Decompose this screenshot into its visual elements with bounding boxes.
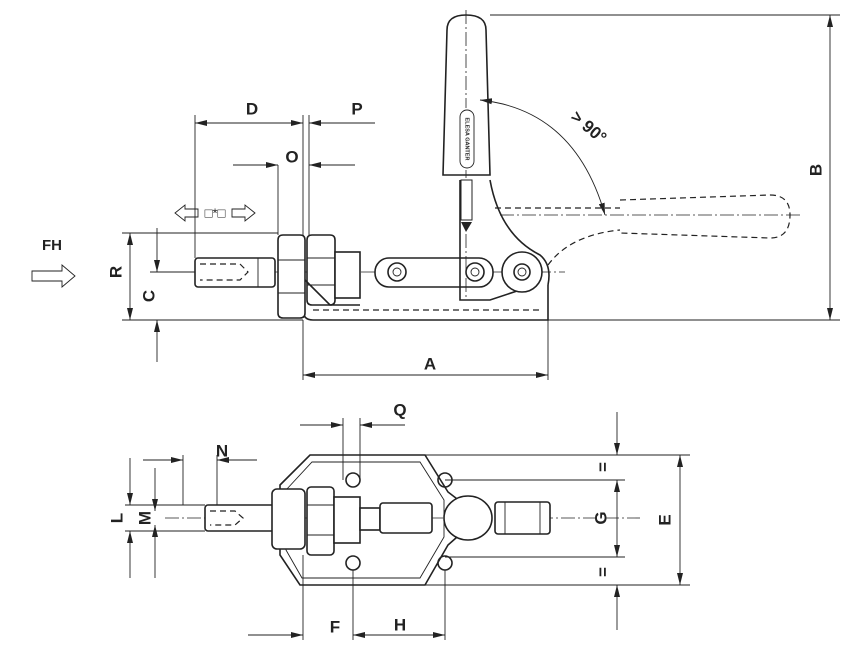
pivot-pin bbox=[465, 262, 485, 282]
dimension-b-label: B bbox=[806, 164, 825, 176]
dimension-f-label: F bbox=[330, 617, 340, 636]
bushing bbox=[333, 496, 361, 544]
pivot-pin-hole bbox=[470, 267, 480, 277]
angle-arc bbox=[479, 98, 606, 216]
equal-sign-top: = bbox=[593, 462, 612, 472]
open-handle-arm bbox=[547, 229, 621, 266]
handle-logo bbox=[459, 109, 475, 169]
nut-outer bbox=[277, 234, 306, 319]
side-view: ELESA GANTER > 90° D P O □*□ FH R bbox=[31, 10, 840, 380]
force-arrow-icon bbox=[31, 264, 76, 288]
base-plate-inner bbox=[285, 461, 445, 579]
top-view: Q N L M F H G = = E bbox=[107, 400, 690, 640]
handle-marking: ELESA GANTER bbox=[464, 118, 470, 161]
open-handle-grip bbox=[619, 194, 791, 239]
angle-label: > 90° bbox=[567, 107, 610, 148]
plunger-thread bbox=[200, 263, 249, 281]
handle-arm bbox=[459, 180, 521, 301]
dimension-e-label: E bbox=[655, 514, 674, 525]
link bbox=[379, 502, 433, 534]
plunger bbox=[194, 257, 276, 288]
bracket-chamfer bbox=[304, 279, 360, 306]
link-bar bbox=[374, 257, 494, 288]
dimension-r-label: R bbox=[106, 266, 125, 278]
dimension-c-label: C bbox=[139, 290, 158, 302]
plunger-rod bbox=[359, 507, 381, 531]
equal-sign-bottom: = bbox=[593, 567, 612, 577]
handle-logo-arrow bbox=[461, 222, 472, 232]
dimension-d-label: D bbox=[246, 99, 258, 118]
dimension-h-label: H bbox=[394, 615, 406, 634]
mounting-hole bbox=[345, 472, 361, 488]
dimension-a-label: A bbox=[424, 354, 436, 373]
dimension-n-label: N bbox=[216, 441, 228, 460]
nut-outer bbox=[271, 488, 306, 550]
dimension-m-label: M bbox=[135, 511, 154, 525]
main-pivot bbox=[501, 251, 543, 293]
handle-grip bbox=[442, 14, 491, 176]
handle-label-plate bbox=[460, 179, 473, 221]
main-pivot-pin bbox=[513, 263, 531, 281]
dimension-o-label: O bbox=[285, 147, 298, 166]
force-label: FH bbox=[42, 237, 62, 254]
bushing bbox=[334, 251, 361, 299]
pivot-block bbox=[443, 495, 493, 541]
stroke-direction-symbol: □*□ bbox=[174, 204, 256, 222]
mounting-hole bbox=[345, 555, 361, 571]
arrow-left-icon bbox=[174, 204, 199, 222]
nut-inner bbox=[306, 486, 335, 556]
dimension-g-label: G bbox=[591, 511, 610, 524]
stroke-symbol-label: □*□ bbox=[205, 205, 226, 220]
dimension-q-label: Q bbox=[393, 400, 406, 419]
pivot-pin-hole bbox=[392, 267, 402, 277]
arrow-right-icon bbox=[231, 204, 256, 222]
plunger-thread bbox=[210, 510, 244, 526]
nut-inner bbox=[306, 234, 336, 306]
pivot-pin bbox=[387, 262, 407, 282]
dimension-p-label: P bbox=[351, 99, 362, 118]
main-pivot-hole bbox=[517, 267, 527, 277]
mounting-hole bbox=[437, 555, 453, 571]
dimension-l-label: L bbox=[107, 513, 126, 523]
clevis bbox=[494, 501, 551, 535]
